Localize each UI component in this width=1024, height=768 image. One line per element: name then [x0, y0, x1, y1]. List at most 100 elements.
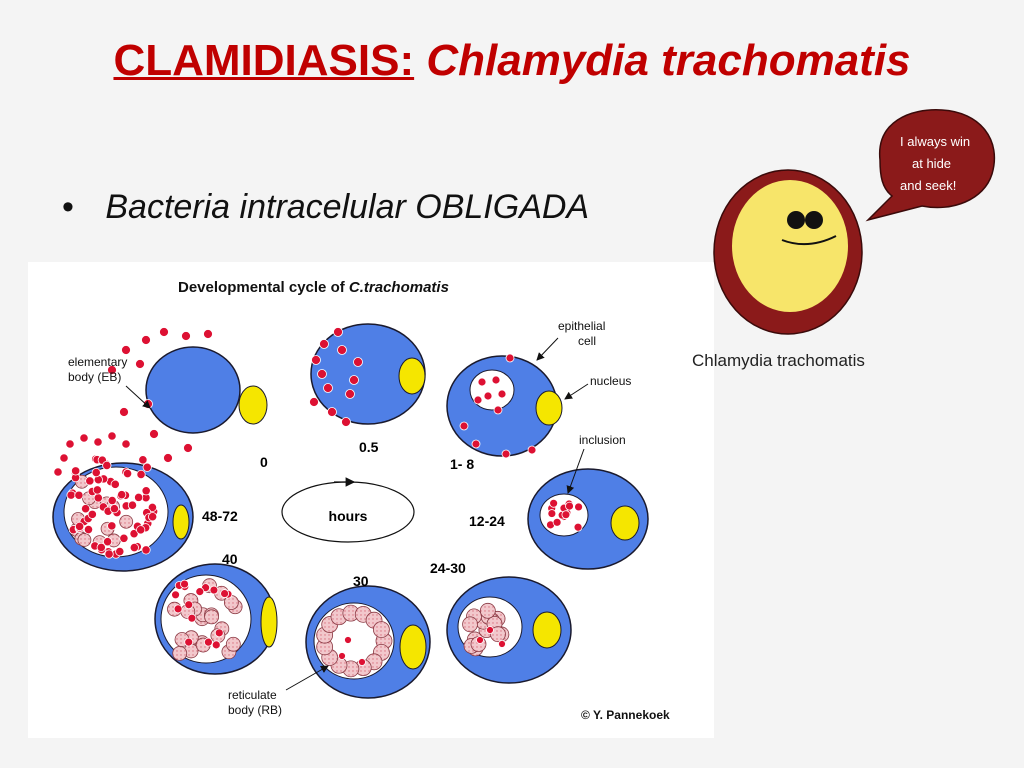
elementary-body-particle: [220, 589, 229, 598]
cell-stage-1-8: [446, 355, 563, 457]
elementary-body-particle: [119, 407, 129, 417]
elementary-body-particle: [333, 327, 343, 337]
elementary-body-particle: [552, 517, 562, 527]
speech-bubble: I always win at hide and seek!: [865, 109, 996, 222]
elementary-body-particle: [141, 545, 151, 555]
elementary-body-particle: [338, 652, 346, 660]
reticulate-body-arrow: [285, 665, 329, 691]
elementary-body-particle: [344, 636, 352, 644]
elementary-body-particle: [147, 502, 158, 513]
diagram-title-species: C.trachomatis: [349, 279, 449, 296]
cartoon-caption: Chlamydia trachomatis: [692, 351, 865, 370]
reticulate-body-particle: [462, 616, 478, 633]
elementary-body-particle: [345, 389, 355, 399]
elementary-body-particle: [75, 521, 85, 532]
elementary-body-particle: [102, 460, 112, 471]
elementary-body-particle: [171, 590, 180, 600]
cartoon-smile: [781, 235, 837, 246]
elementary-body-particle: [119, 533, 129, 543]
hours-cycle-indicator: hours: [281, 477, 415, 543]
elementary-body-arrow: [125, 385, 151, 409]
nucleus-shape: [535, 390, 563, 426]
elementary-body-particle: [87, 509, 97, 519]
elementary-body-particle: [127, 500, 138, 510]
elementary-body-particle: [134, 492, 144, 502]
elementary-bodies: [53, 327, 583, 666]
reticulate-body-particle: [172, 645, 188, 661]
elementary-body-particle: [53, 467, 63, 477]
elementary-body-particle: [180, 579, 189, 589]
elementary-body-particle: [66, 490, 76, 500]
elementary-body-particle: [142, 462, 152, 472]
elementary-body-particle: [81, 504, 91, 514]
elementary-body-particle: [209, 585, 219, 595]
elementary-body-particle: [83, 524, 94, 535]
elementary-body-particle: [110, 479, 120, 489]
chlamydia-cartoon: I always win at hide and seek! Chlamydia…: [690, 100, 1010, 390]
elementary-body-particle: [311, 355, 321, 365]
bullet-text: Bacteria intracelular OBLIGADA: [105, 188, 590, 226]
reticulate-body-particle: [373, 621, 390, 639]
epithelial-cell-label: epithelial cell: [558, 319, 609, 348]
reticulate-body-particle: [204, 609, 219, 625]
elementary-body-particle: [323, 383, 333, 393]
speech-line-1: I always win: [900, 134, 970, 149]
time-label-24-30: 24-30: [430, 560, 466, 576]
nucleus-arrow: [564, 383, 589, 400]
elementary-body-particle: [491, 375, 501, 385]
elementary-body-particle: [353, 357, 363, 367]
elementary-body-particle: [109, 504, 120, 514]
elementary-body-particle: [211, 640, 221, 650]
elementary-body-particle: [327, 407, 337, 417]
nucleus-shape: [399, 624, 427, 670]
speech-line-2: at hide: [912, 156, 951, 171]
elementary-body-particle: [107, 431, 117, 441]
elementary-body-particle: [498, 640, 506, 648]
nucleus-shape: [260, 596, 278, 648]
elementary-body-particle: [549, 498, 559, 508]
developmental-cycle-diagram: Developmental cycle of C.trachomatis: [52, 279, 670, 722]
elementary-body-particle: [561, 510, 571, 520]
elementary-body-particle: [163, 453, 173, 463]
slide-title: CLAMIDIASIS: Chlamydia trachomatis: [0, 36, 1024, 86]
reticulate-body-particle: [479, 602, 496, 619]
elementary-body-particle: [493, 405, 503, 415]
elementary-body-particle: [96, 542, 106, 552]
elementary-body-particle: [203, 329, 213, 339]
elementary-body-particle: [477, 377, 487, 387]
elementary-body-particle: [527, 445, 537, 455]
time-label-48-72: 48-72: [202, 508, 238, 524]
time-label-12-24: 12-24: [469, 513, 505, 529]
elementary-body-particle: [148, 512, 158, 522]
elementary-body-label: elementary body (EB): [68, 355, 131, 384]
elementary-body-particle: [91, 468, 101, 478]
elementary-body-particle: [159, 327, 169, 337]
elementary-body-particle: [501, 449, 511, 459]
epithelial-cell-arrow: [536, 337, 559, 361]
hours-label: hours: [329, 508, 368, 524]
elementary-body-particle: [349, 375, 359, 385]
elementary-body-particle: [149, 429, 159, 439]
elementary-body-particle: [183, 443, 193, 453]
reticulate-body-label: reticulate body (RB): [228, 688, 282, 717]
bullet-symbol: •: [62, 188, 74, 226]
elementary-body-particle: [358, 658, 366, 666]
cartoon-drawing: I always win at hide and seek! Chlamydia…: [692, 109, 996, 370]
elementary-body-particle: [471, 439, 481, 449]
inclusion-arrow: [566, 448, 585, 494]
elementary-body-particle: [138, 455, 148, 465]
elementary-body-particle: [141, 335, 151, 345]
diagram-title-prefix: Developmental cycle of: [178, 279, 346, 296]
slide-title-species: Chlamydia trachomatis: [426, 36, 911, 85]
elementary-body-particle: [547, 509, 557, 518]
elementary-body-particle: [505, 353, 515, 363]
elementary-body-particle: [71, 466, 81, 476]
elementary-body-particle: [121, 345, 131, 355]
cartoon-body-inner: [732, 180, 848, 312]
elementary-body-particle: [497, 389, 507, 399]
inclusion-label: inclusion: [579, 433, 626, 447]
elementary-body-particle: [107, 521, 117, 531]
diagram-panel: Developmental cycle of C.trachomatis: [28, 262, 714, 738]
speech-line-3: and seek!: [900, 178, 956, 193]
nucleus-shape: [238, 385, 268, 425]
